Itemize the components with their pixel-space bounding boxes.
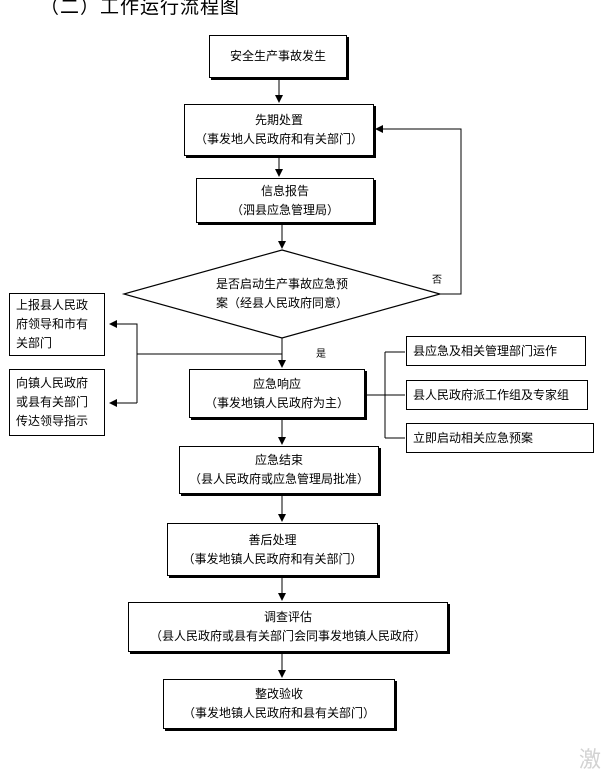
- step-investigation: 调查评估 （县人民政府或县有关部门会同事发地镇人民政府）: [128, 602, 448, 652]
- label-no: 否: [432, 275, 442, 286]
- label-yes: 是: [316, 349, 326, 360]
- watermark: 激: [578, 748, 601, 773]
- step-emergency-end: 应急结束 （县人民政府或应急管理局批准）: [179, 446, 379, 494]
- box-start-plan: 立即启动相关应急预案: [406, 423, 594, 453]
- arrow-no-loop: [375, 125, 462, 295]
- box-dept-operate: 县应急及相关管理部门运作: [406, 336, 586, 366]
- step-rectify: 整改验收 （事发地镇人民政府和县有关部门）: [163, 679, 395, 729]
- page-title: （二）工作运行流程图: [40, 0, 241, 18]
- box-report-up: 上报县人民政 府领导和市有 关部门: [9, 293, 105, 356]
- step-aftermath: 善后处理 （事发地镇人民政府和有关部门）: [167, 523, 378, 576]
- box-relay-instructions: 向镇人民政府 或县有关部门 传达领导指示: [9, 369, 105, 436]
- step-info-report: 信息报告 （泗县应急管理局）: [196, 178, 374, 223]
- step-initial-handling: 先期处置 （事发地人民政府和有关部门）: [184, 104, 374, 156]
- decision-text: 是否启动生产事故应急预 案（经县人民政府同意）: [215, 277, 348, 310]
- arrow-to-report: [109, 320, 282, 355]
- box-work-team: 县人民政府派工作组及专家组: [406, 380, 588, 410]
- step-emergency-response: 应急响应 （事发地镇人民政府为主）: [189, 369, 365, 418]
- step-accident-occurs: 安全生产事故发生: [209, 35, 347, 78]
